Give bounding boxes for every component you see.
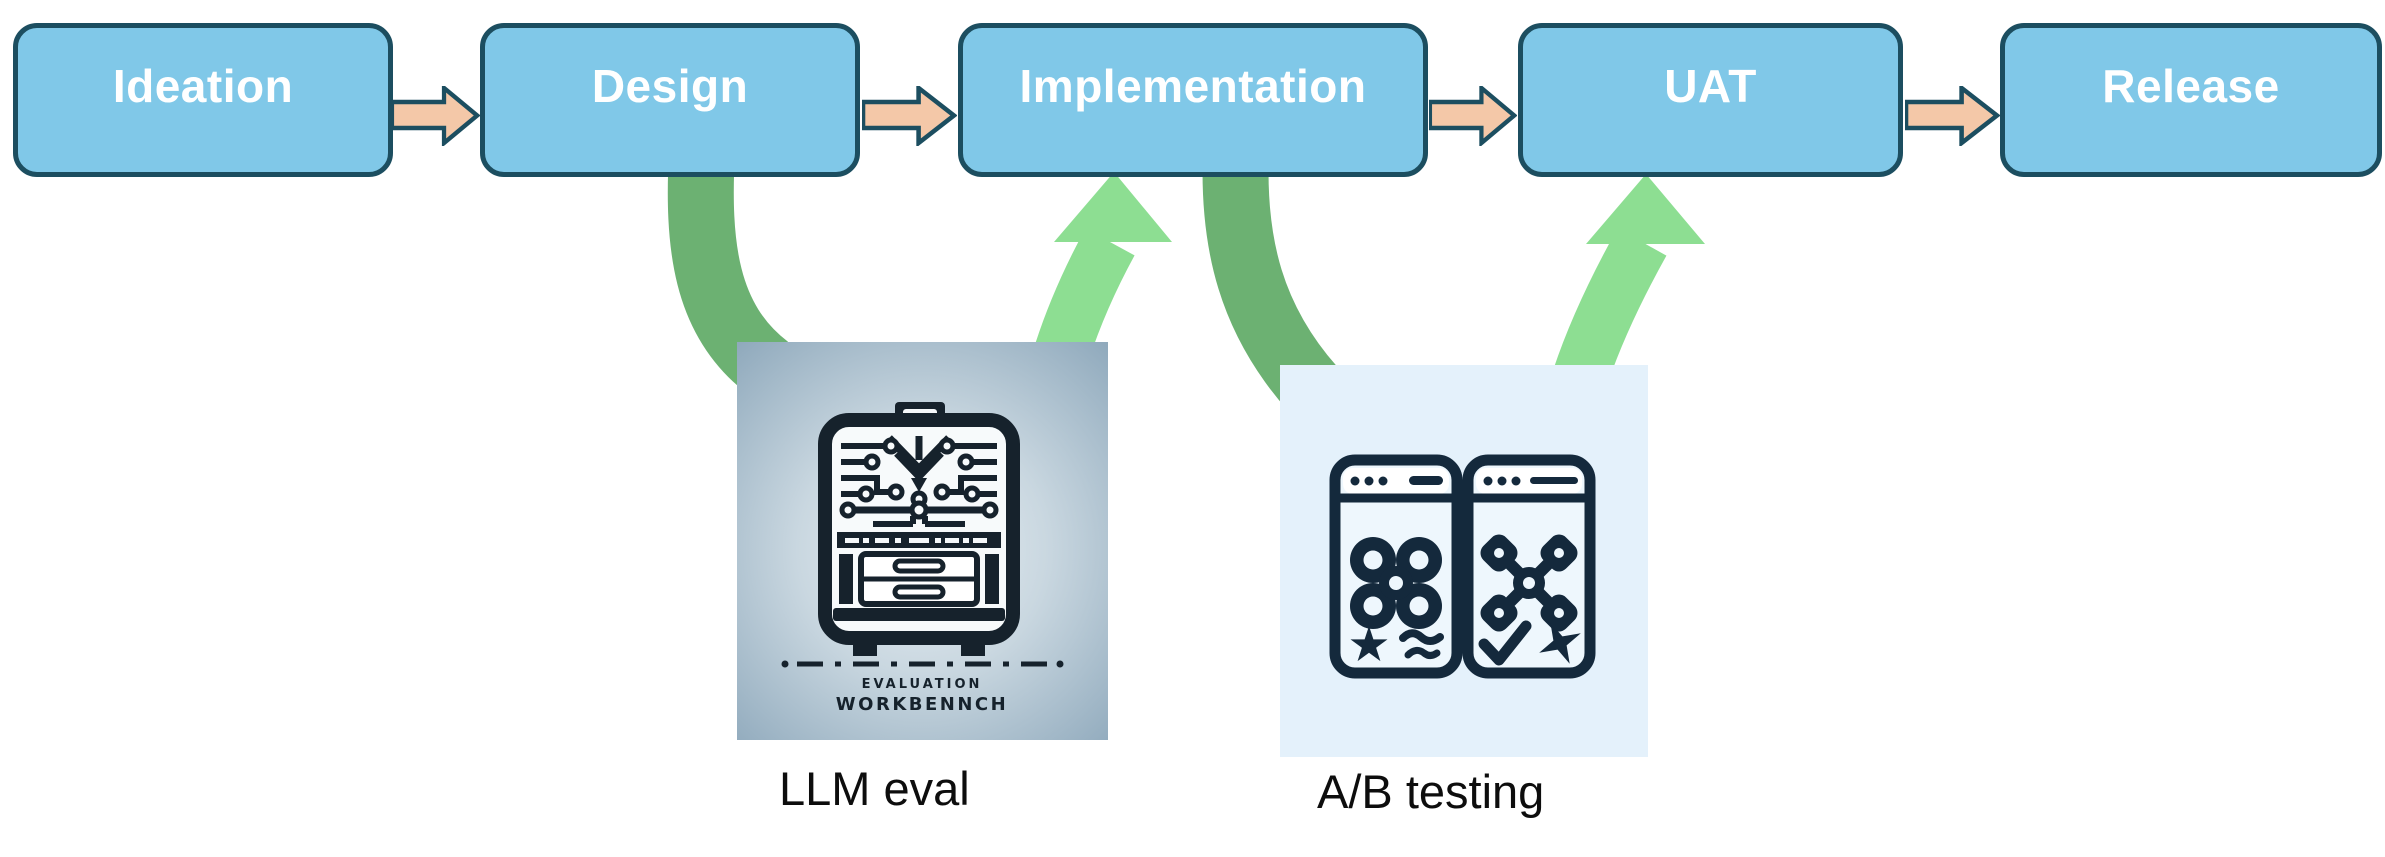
loop-up-arrow-llm-eval-to-implementation xyxy=(1035,228,1135,361)
stage-label-design: Design xyxy=(591,60,749,112)
ab-testing-image xyxy=(1280,365,1648,757)
stage-box-ideation: Ideation xyxy=(13,23,393,177)
stage-box-release: Release xyxy=(2000,23,2382,177)
stage-box-design: Design xyxy=(480,23,860,177)
flow-arrow-icon-design-implementation xyxy=(862,86,957,146)
flow-arrow-icon-uat-release xyxy=(1905,86,2000,146)
ab-testing-label: A/B testing xyxy=(1317,765,1545,818)
stage-box-uat: UAT xyxy=(1518,23,1903,177)
llm-eval-label: LLM eval xyxy=(779,762,970,815)
flow-arrow-icon-implementation-uat xyxy=(1429,86,1517,146)
loop-down-arrow-design-to-llm-eval xyxy=(667,148,789,395)
loop-down-arrow-implementation-to-ab-testing xyxy=(1202,148,1338,410)
stage-label-uat: UAT xyxy=(1664,60,1757,112)
loop-up-arrow-ab-testing-to-uat xyxy=(1553,228,1667,387)
llm-eval-image: EVALUATION WORKBENNCH xyxy=(737,342,1108,740)
loop-up-arrowhead-uat xyxy=(1586,174,1705,244)
flow-arrow-icon-ideation-design xyxy=(391,86,480,146)
loop-up-arrowhead-implementation xyxy=(1054,172,1172,242)
stage-label-release: Release xyxy=(2102,60,2280,112)
stage-box-implementation: Implementation xyxy=(958,23,1428,177)
evaluation-workbench-icon: EVALUATION WORKBENNCH xyxy=(781,402,1064,715)
evaluation-workbench-badge-line2: WORKBENNCH xyxy=(836,694,1008,715)
evaluation-workbench-badge-line1: EVALUATION xyxy=(862,677,983,692)
ab-test-phones-icon xyxy=(1329,454,1596,679)
stage-label-ideation: Ideation xyxy=(112,60,294,112)
stage-label-implementation: Implementation xyxy=(1019,60,1367,112)
